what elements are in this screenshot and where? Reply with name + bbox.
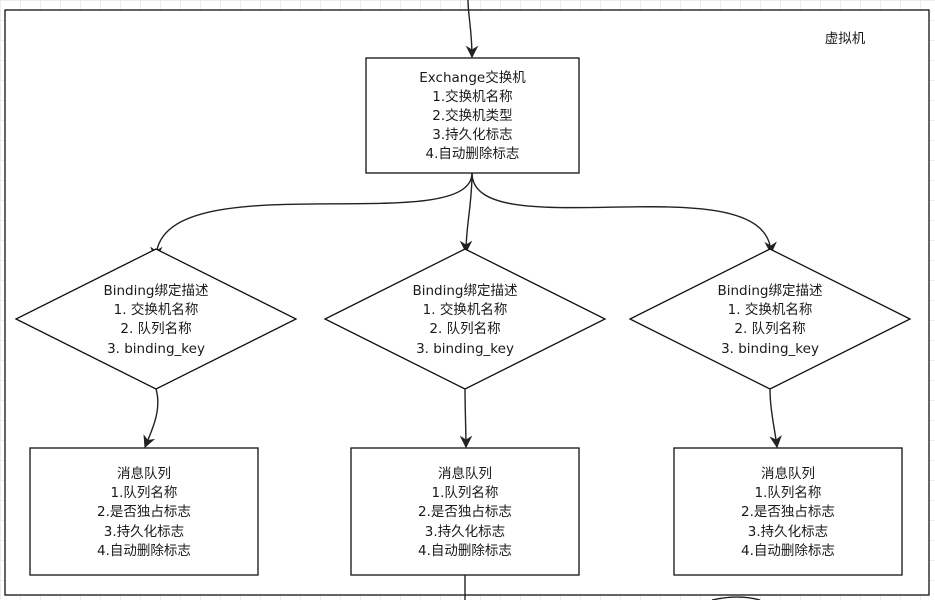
edge-offscreen-fragment <box>711 596 761 600</box>
queue-1-field-autodelete: 4.自动删除标志 <box>97 543 191 559</box>
queue-node-1[interactable]: 消息队列 1.队列名称 2.是否独占标志 3.持久化标志 4.自动删除标志 <box>29 447 259 576</box>
queue-3-field-durable: 3.持久化标志 <box>748 524 828 540</box>
edge-exchange-to-binding-3 <box>471 172 777 255</box>
binding-node-1[interactable]: Binding绑定描述 1. 交换机名称 2. 队列名称 3. binding_… <box>14 248 298 390</box>
queue-node-3-box <box>673 447 903 576</box>
queue-3-field-exclusive: 2.是否独占标志 <box>741 504 835 520</box>
queue-2-field-autodelete: 4.自动删除标志 <box>418 543 512 559</box>
queue-1-field-name: 1.队列名称 <box>111 485 178 501</box>
edge-exchange-to-binding-1 <box>149 172 473 260</box>
exchange-node[interactable]: Exchange交换机 1.交换机名称 2.交换机类型 3.持久化标志 4.自动… <box>365 57 580 174</box>
queue-2-title: 消息队列 <box>438 465 492 482</box>
queue-node-3[interactable]: 消息队列 1.队列名称 2.是否独占标志 3.持久化标志 4.自动删除标志 <box>673 447 903 576</box>
queue-2-field-exclusive: 2.是否独占标志 <box>418 504 512 520</box>
queue-3-field-name: 1.队列名称 <box>755 485 822 501</box>
exchange-title: Exchange交换机 <box>419 69 526 86</box>
binding-1-field-queue: 2. 队列名称 <box>120 321 191 337</box>
binding-2-title: Binding绑定描述 <box>412 283 517 299</box>
queue-node-2-box <box>350 447 580 576</box>
binding-node-2[interactable]: Binding绑定描述 1. 交换机名称 2. 队列名称 3. binding_… <box>323 248 607 390</box>
edge-binding-3-to-queue-3 <box>769 388 782 449</box>
queue-3-field-autodelete: 4.自动删除标志 <box>741 543 835 559</box>
exchange-field-durable: 3.持久化标志 <box>432 127 512 143</box>
exchange-field-autodelete: 4.自动删除标志 <box>426 146 520 162</box>
binding-1-title: Binding绑定描述 <box>103 283 208 299</box>
edge-incoming-to-exchange <box>465 0 479 59</box>
binding-1-field-key: 3. binding_key <box>107 341 205 357</box>
queue-1-field-exclusive: 2.是否独占标志 <box>97 504 191 520</box>
edge-exchange-to-binding-2 <box>459 172 473 254</box>
binding-2-field-exchange: 1. 交换机名称 <box>423 301 508 318</box>
binding-3-field-key: 3. binding_key <box>721 341 819 357</box>
queue-node-2[interactable]: 消息队列 1.队列名称 2.是否独占标志 3.持久化标志 4.自动删除标志 <box>350 447 580 576</box>
edge-binding-2-to-queue-2 <box>459 388 473 449</box>
queue-1-field-durable: 3.持久化标志 <box>104 524 184 540</box>
binding-2-field-key: 3. binding_key <box>416 341 514 357</box>
binding-node-3[interactable]: Binding绑定描述 1. 交换机名称 2. 队列名称 3. binding_… <box>628 248 912 390</box>
binding-1-field-exchange: 1. 交换机名称 <box>114 301 199 318</box>
queue-1-title: 消息队列 <box>117 465 171 482</box>
vm-container-label: 虚拟机 <box>825 31 866 47</box>
queue-3-title: 消息队列 <box>761 465 815 482</box>
binding-2-field-queue: 2. 队列名称 <box>429 321 500 337</box>
queue-2-field-name: 1.队列名称 <box>432 485 499 501</box>
exchange-field-name: 1.交换机名称 <box>432 88 512 105</box>
exchange-field-type: 2.交换机类型 <box>432 107 512 124</box>
edge-binding-1-to-queue-1 <box>143 388 159 449</box>
binding-3-field-exchange: 1. 交换机名称 <box>728 301 813 318</box>
queue-node-1-box <box>29 447 259 576</box>
binding-3-field-queue: 2. 队列名称 <box>734 321 805 337</box>
binding-3-title: Binding绑定描述 <box>717 283 822 299</box>
queue-2-field-durable: 3.持久化标志 <box>425 524 505 540</box>
